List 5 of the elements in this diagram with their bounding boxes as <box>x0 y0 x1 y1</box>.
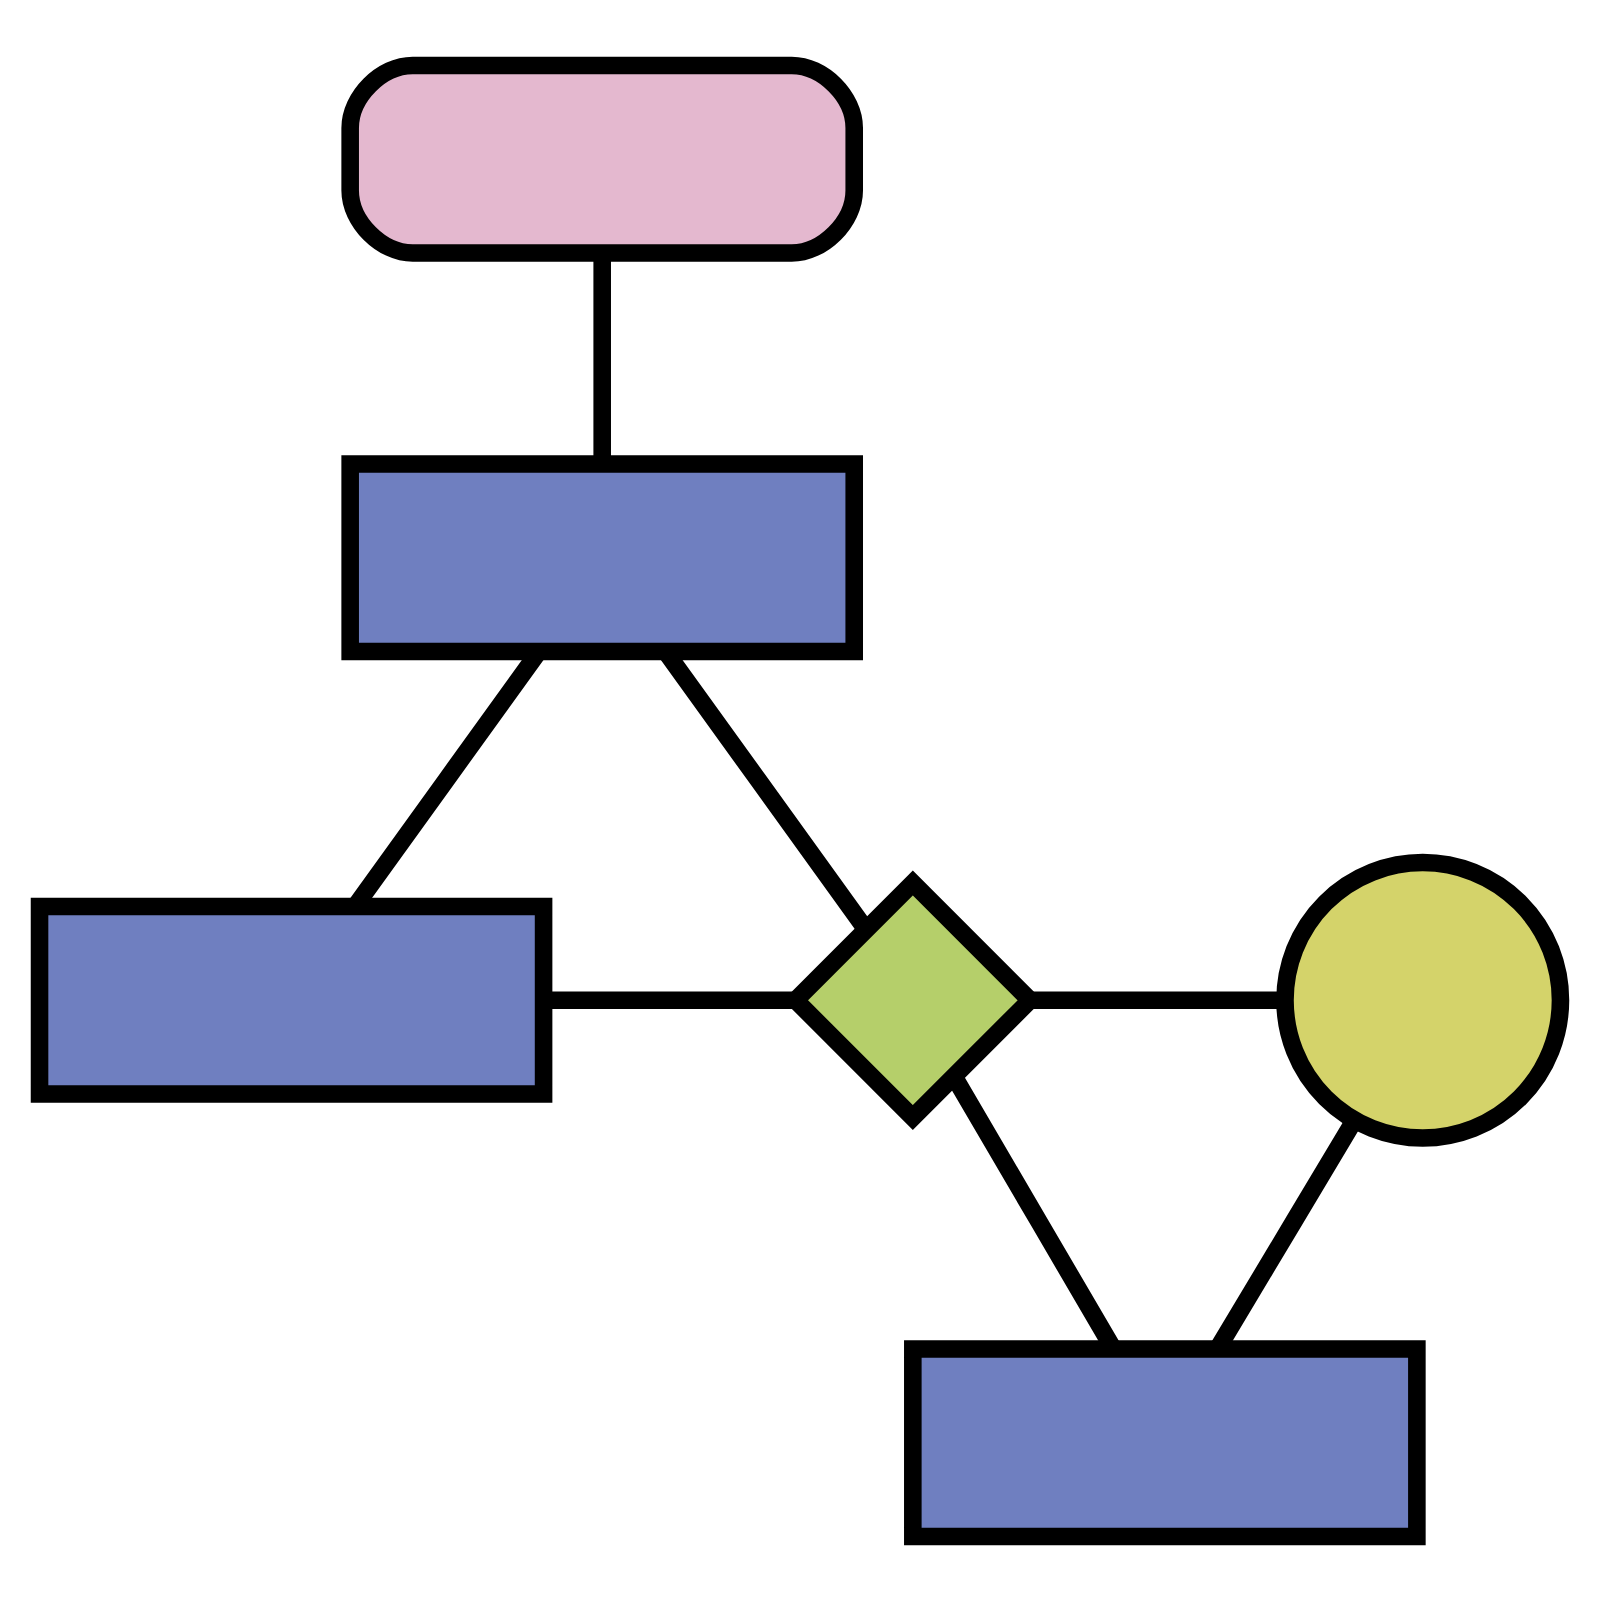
node-box <box>341 454 863 660</box>
node-box <box>904 1339 1426 1545</box>
node-pill <box>341 55 863 261</box>
node-box <box>30 896 553 1102</box>
node-circle <box>1276 852 1570 1146</box>
